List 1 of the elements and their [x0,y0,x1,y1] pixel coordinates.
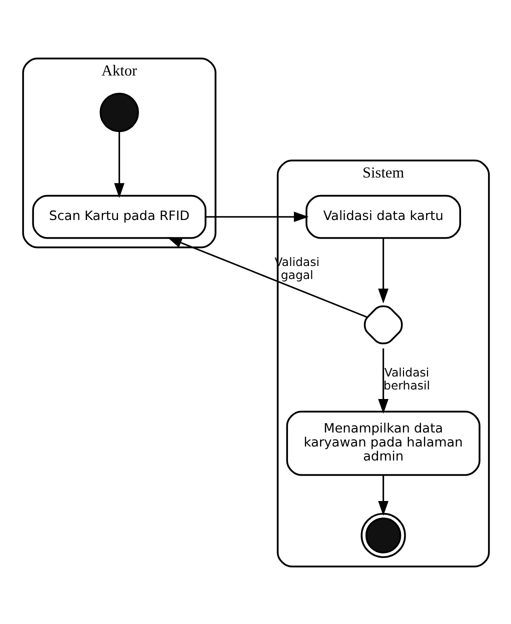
edge-label: Validasi berhasil [383,364,430,392]
